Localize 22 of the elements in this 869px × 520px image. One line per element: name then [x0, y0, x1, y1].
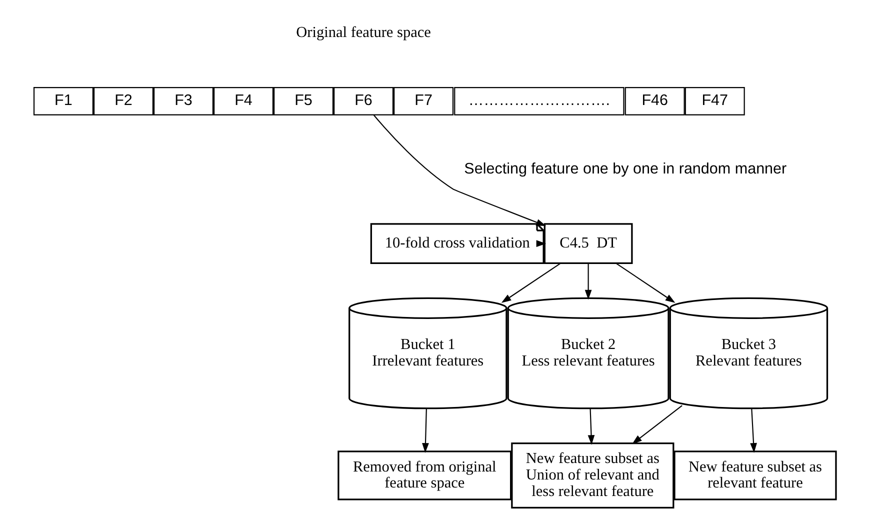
node-box: F46 — [624, 86, 684, 115]
arrow — [584, 262, 592, 300]
arrow — [500, 262, 560, 302]
node-box: F4 — [213, 86, 274, 115]
arrow — [615, 262, 675, 302]
label: Selecting feature one by one in random manner — [464, 160, 786, 177]
node-box: F2 — [92, 86, 153, 115]
node-box: F3 — [153, 86, 213, 115]
label: Original feature space — [296, 24, 430, 41]
arrow — [587, 408, 594, 444]
arrow — [422, 408, 428, 452]
node-box: F7 — [393, 86, 454, 115]
arrow — [632, 404, 682, 444]
node-box: Removed from original feature space — [337, 450, 512, 500]
node-box: New feature subset as relevant feature — [673, 450, 836, 500]
node-box: New feature subset as Union of relevant and less relevant feature — [510, 442, 674, 508]
node-box: F5 — [273, 86, 334, 115]
node-box: F47 — [684, 86, 744, 115]
node-box: F1 — [32, 86, 93, 115]
node-box: ………………………. — [454, 86, 624, 115]
arrow — [750, 408, 756, 452]
node-box: F6 — [333, 86, 394, 115]
